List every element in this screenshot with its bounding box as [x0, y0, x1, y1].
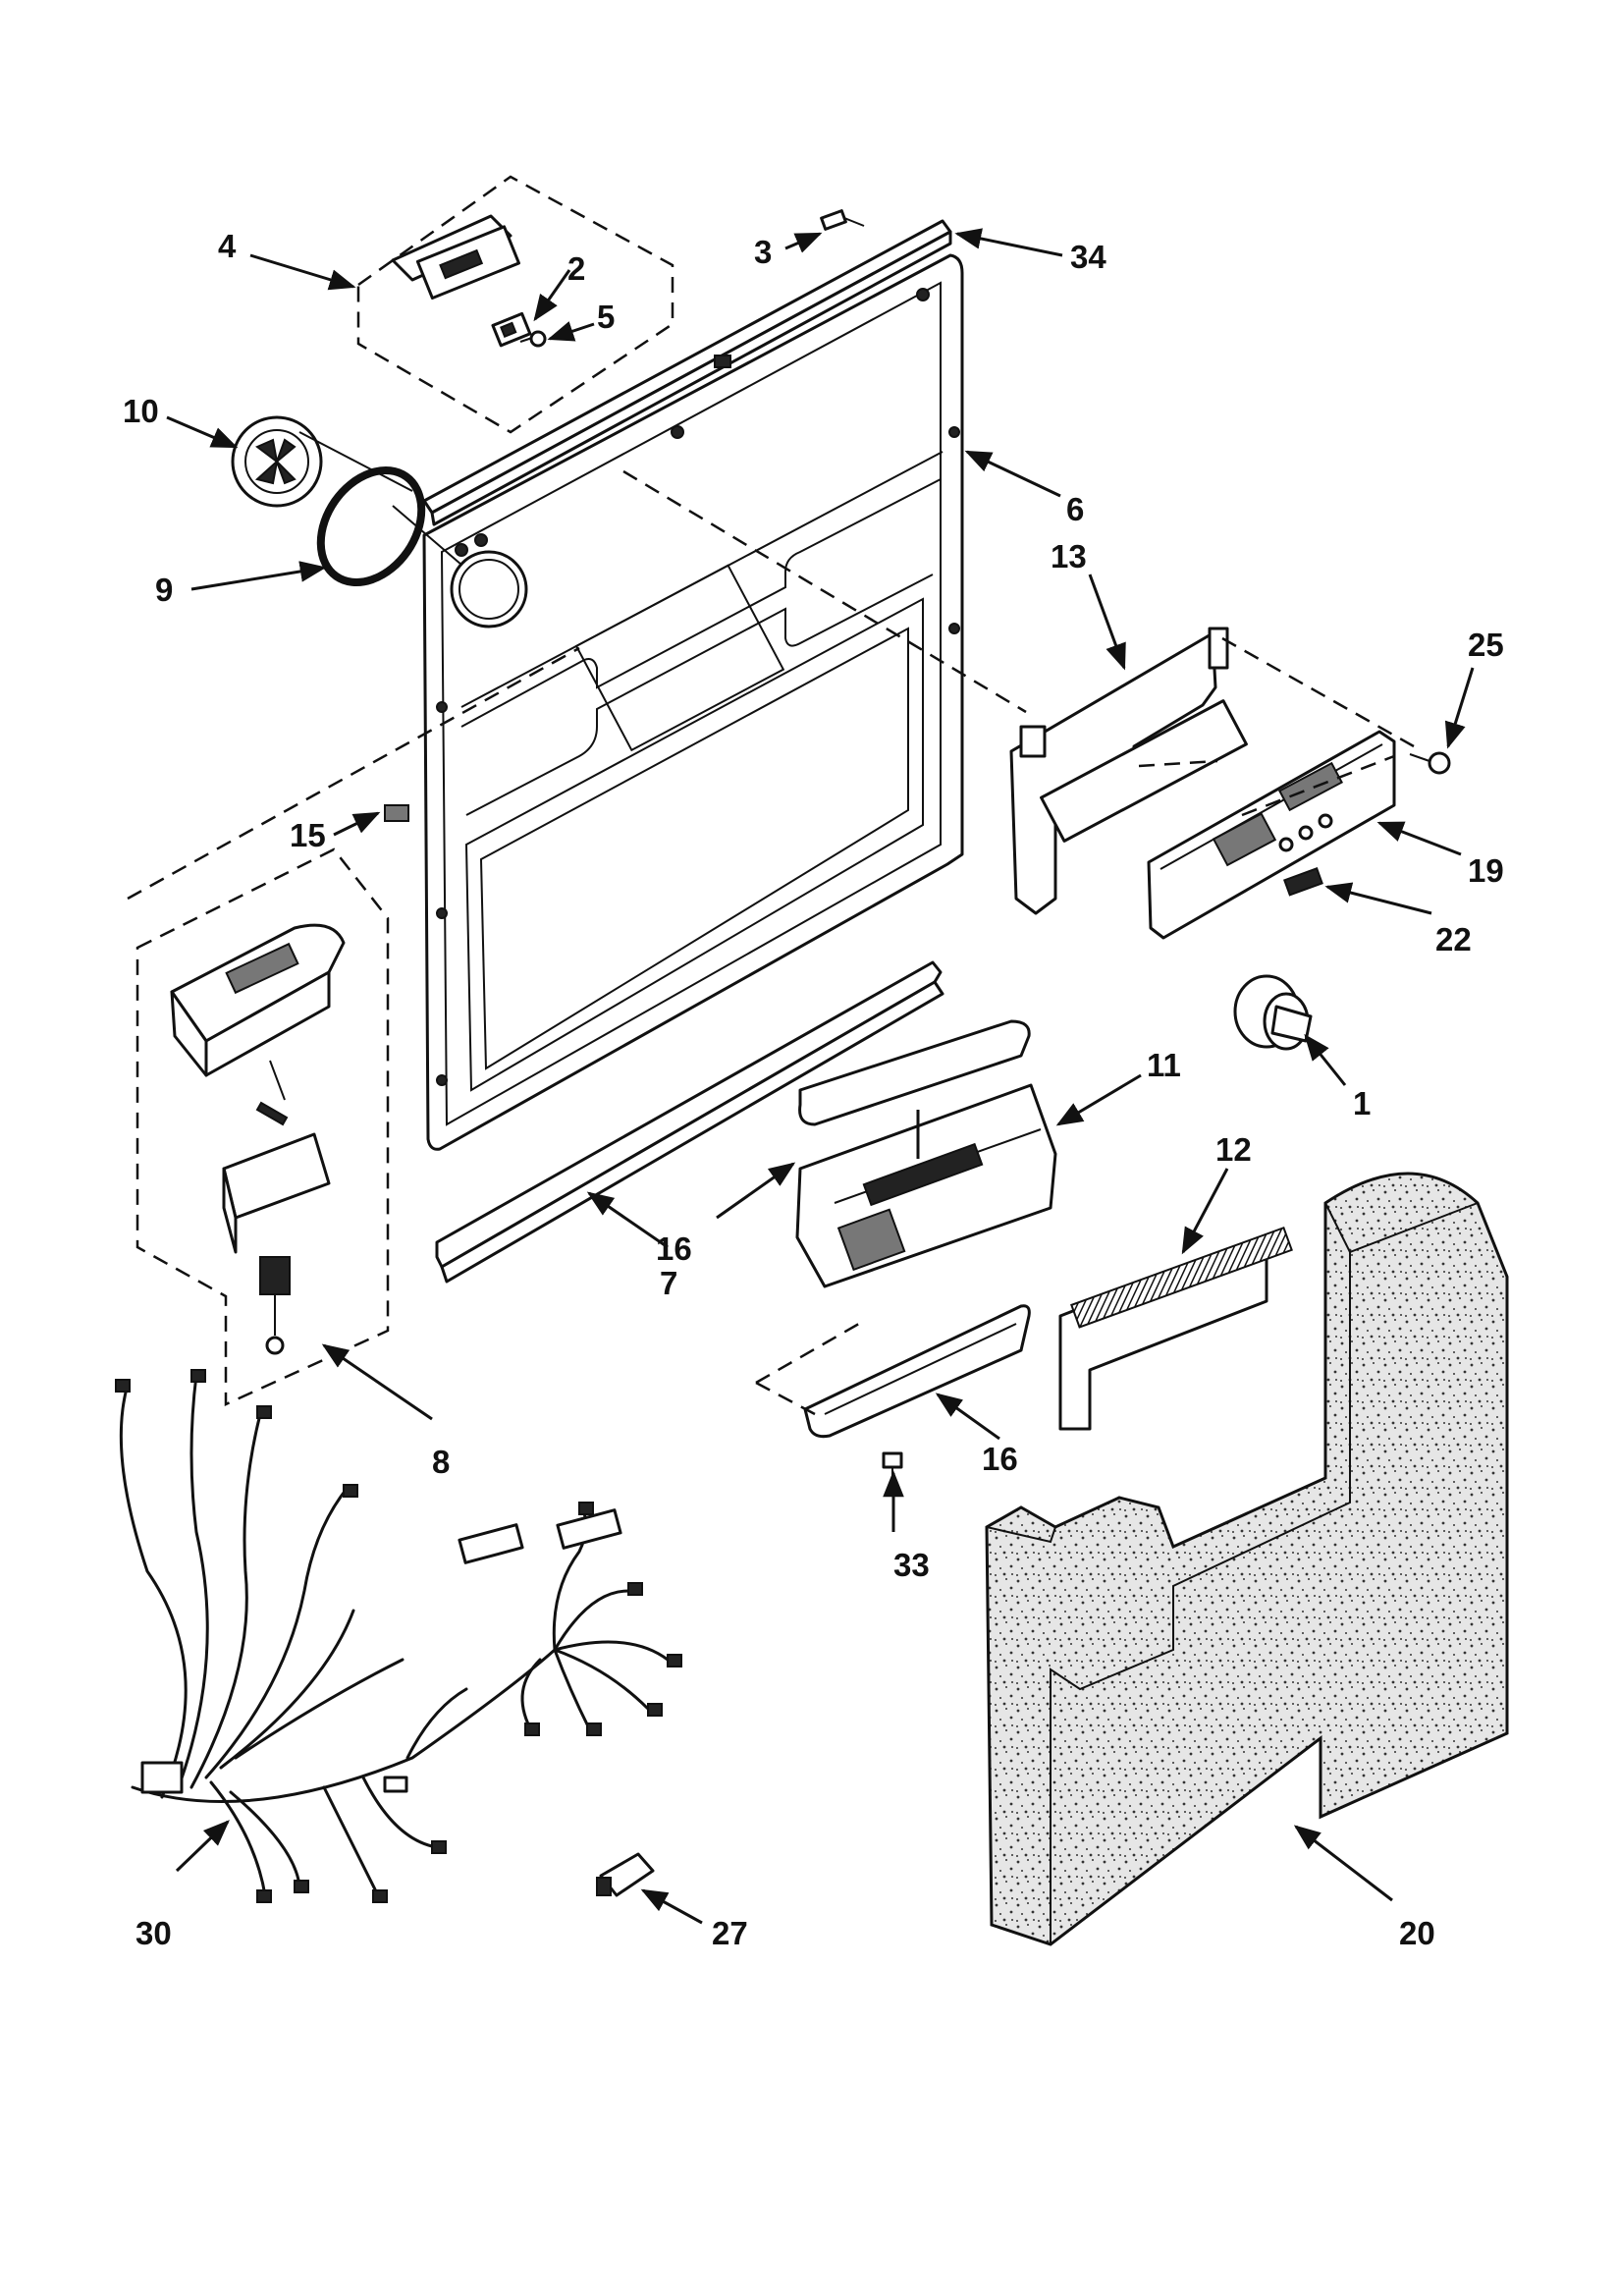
latch-11	[795, 1019, 1057, 1288]
callout-1: 1	[1353, 1085, 1371, 1121]
control-panel-19	[1147, 730, 1396, 940]
top-strip	[422, 209, 952, 526]
switch-assembly-group	[356, 175, 674, 434]
vent-and-gasket	[231, 415, 462, 586]
callout-9: 9	[155, 572, 173, 608]
callout-34: 34	[1070, 239, 1106, 275]
assembly-lines	[127, 469, 1415, 1416]
part-15-clip	[384, 804, 409, 822]
bottom-strip	[435, 960, 944, 1284]
callout-8: 8	[432, 1444, 450, 1480]
callout-7: 7	[660, 1265, 677, 1301]
callout-labels: 4 2 3 34 5 10 6 13 9 25 15 19 22 11 1 12…	[123, 228, 1504, 1951]
callout-19: 19	[1468, 852, 1504, 889]
knob-1	[1233, 974, 1313, 1051]
insulation-25	[985, 1172, 1509, 1946]
callout-13: 13	[1051, 538, 1087, 574]
callout-25: 20	[1399, 1915, 1435, 1951]
small-parts	[1283, 751, 1451, 897]
callout-22: 22	[1435, 921, 1472, 957]
callout-20: 25	[1468, 627, 1504, 663]
callout-33: 33	[893, 1547, 930, 1583]
callout-12: 12	[1215, 1131, 1252, 1168]
callout-30: 30	[135, 1915, 172, 1951]
callout-6: 6	[1066, 491, 1084, 527]
leader-arrows	[166, 228, 1475, 1925]
callout-10: 10	[123, 393, 159, 429]
connector-27	[596, 1852, 655, 1897]
callout-5: 5	[597, 299, 615, 335]
bracket-13	[1009, 627, 1248, 915]
wire-harness-30	[115, 1369, 682, 1903]
callout-15: 15	[290, 817, 326, 853]
callout-2: 2	[567, 250, 585, 287]
callout-16-lower: 16	[982, 1441, 1018, 1477]
callout-16-upper: 16	[656, 1230, 692, 1267]
dispenser-group	[135, 847, 390, 1406]
callout-27: 27	[712, 1915, 748, 1951]
panel-12	[1058, 1226, 1293, 1431]
callout-11: 11	[1147, 1047, 1181, 1083]
callout-3: 3	[754, 234, 772, 270]
callout-4: 4	[218, 228, 237, 264]
latch-strip-16	[803, 1304, 1031, 1481]
inner-door-panel	[422, 253, 964, 1151]
